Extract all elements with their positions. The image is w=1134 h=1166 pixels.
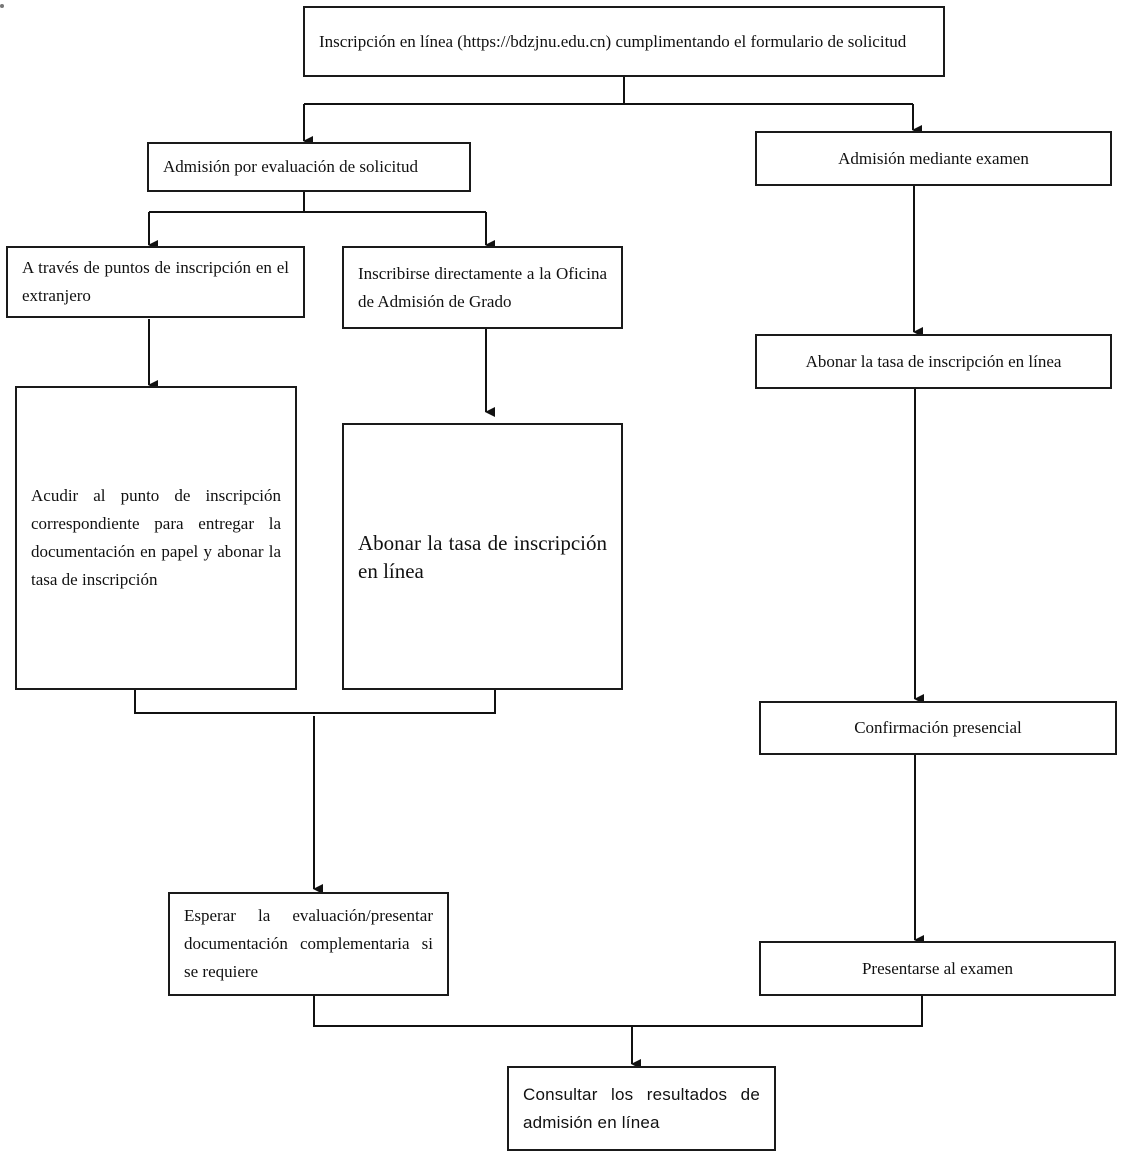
exam-admission-box: Admisión mediante examen bbox=[755, 131, 1112, 186]
check-results-box: Consultar los resultados de admisión en … bbox=[507, 1066, 776, 1151]
exam-admission-text: Admisión mediante examen bbox=[838, 148, 1029, 168]
online-registration-text: Inscripción en línea (https://bdzjnu.edu… bbox=[319, 31, 907, 51]
pay-fee-exam-box: Abonar la tasa de inscripción en línea bbox=[755, 334, 1112, 389]
overseas-points-box: A través de puntos de inscripción en el … bbox=[6, 246, 305, 318]
pay-fee-application-box: Abonar la tasa de inscripción en línea bbox=[342, 423, 623, 690]
check-results-text: Consultar los resultados de admisión en … bbox=[523, 1084, 760, 1132]
wait-evaluation-text: Esperar la evaluación/presentar document… bbox=[184, 906, 433, 981]
registration-point-box: Acudir al punto de inscripción correspon… bbox=[15, 386, 297, 690]
graduate-office-box: Inscribirse directamente a la Oficina de… bbox=[342, 246, 623, 329]
pay-fee-exam-text: Abonar la tasa de inscripción en línea bbox=[805, 351, 1062, 371]
take-exam-text: Presentarse al examen bbox=[861, 958, 1014, 978]
pay-fee-application-text: Abonar la tasa de inscripción en línea bbox=[358, 530, 607, 583]
confirmation-box: Confirmación presencial bbox=[759, 701, 1117, 755]
confirmation-text: Confirmación presencial bbox=[854, 718, 1022, 737]
graduate-office-text: Inscribirse directamente a la Oficina de… bbox=[358, 263, 607, 311]
registration-point-text: Acudir al punto de inscripción correspon… bbox=[31, 486, 281, 589]
application-admission-text: Admisión por evaluación de solicitud bbox=[163, 157, 418, 176]
online-registration-box: Inscripción en línea (https://bdzjnu.edu… bbox=[303, 6, 945, 77]
wait-evaluation-box: Esperar la evaluación/presentar document… bbox=[168, 892, 449, 996]
overseas-points-text: A través de puntos de inscripción en el … bbox=[22, 258, 289, 305]
application-admission-box: Admisión por evaluación de solicitud bbox=[147, 142, 471, 192]
corner-dot bbox=[0, 4, 4, 8]
take-exam-box: Presentarse al examen bbox=[759, 941, 1116, 996]
